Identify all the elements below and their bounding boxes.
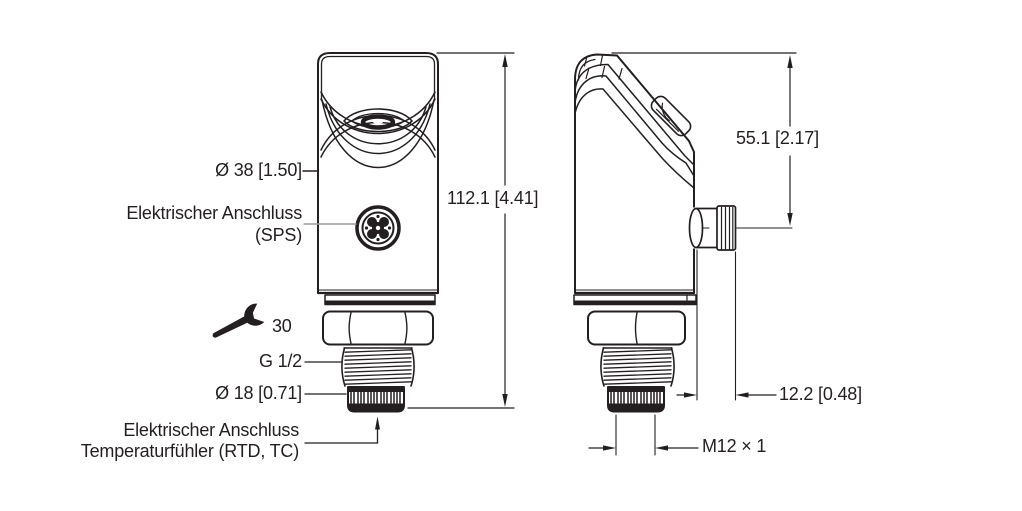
upper-height-dimension: 55.1 [2.17] [736, 128, 819, 148]
connector-protrusion-dimension: 12.2 [0.48] [779, 384, 862, 404]
front-view-outline [316, 52, 440, 413]
connector-thread-dimension: M12 × 1 [702, 436, 767, 456]
probe-diameter-label: Ø 18 [0.71] [215, 383, 302, 403]
wrench-icon [212, 303, 265, 338]
process-thread-label: G 1/2 [258, 351, 302, 371]
side-view-dimension-lines [588, 52, 797, 456]
electrical-connection-sps-label: Elektrischer Anschluss (SPS) [126, 202, 302, 246]
wrench-size-label: 30 [272, 316, 292, 336]
housing-diameter-label: Ø 38 [1.50] [215, 160, 302, 180]
temperature-connection-label: Elektrischer Anschluss Temperaturfühler … [81, 420, 299, 462]
side-view-outline [573, 53, 737, 413]
m12-side-connector [688, 205, 737, 251]
electrical-connection-sps-line2: (SPS) [254, 225, 302, 245]
overall-height-dimension: 112.1 [4.41] [447, 188, 539, 208]
screw-head [355, 205, 401, 251]
temperature-connection-line1: Elektrischer Anschluss [123, 420, 299, 440]
front-view-dimension-lines [302, 52, 515, 444]
temperature-connection-line2: Temperaturfühler (RTD, TC) [80, 441, 299, 461]
electrical-connection-sps-line1: Elektrischer Anschluss [126, 203, 302, 223]
